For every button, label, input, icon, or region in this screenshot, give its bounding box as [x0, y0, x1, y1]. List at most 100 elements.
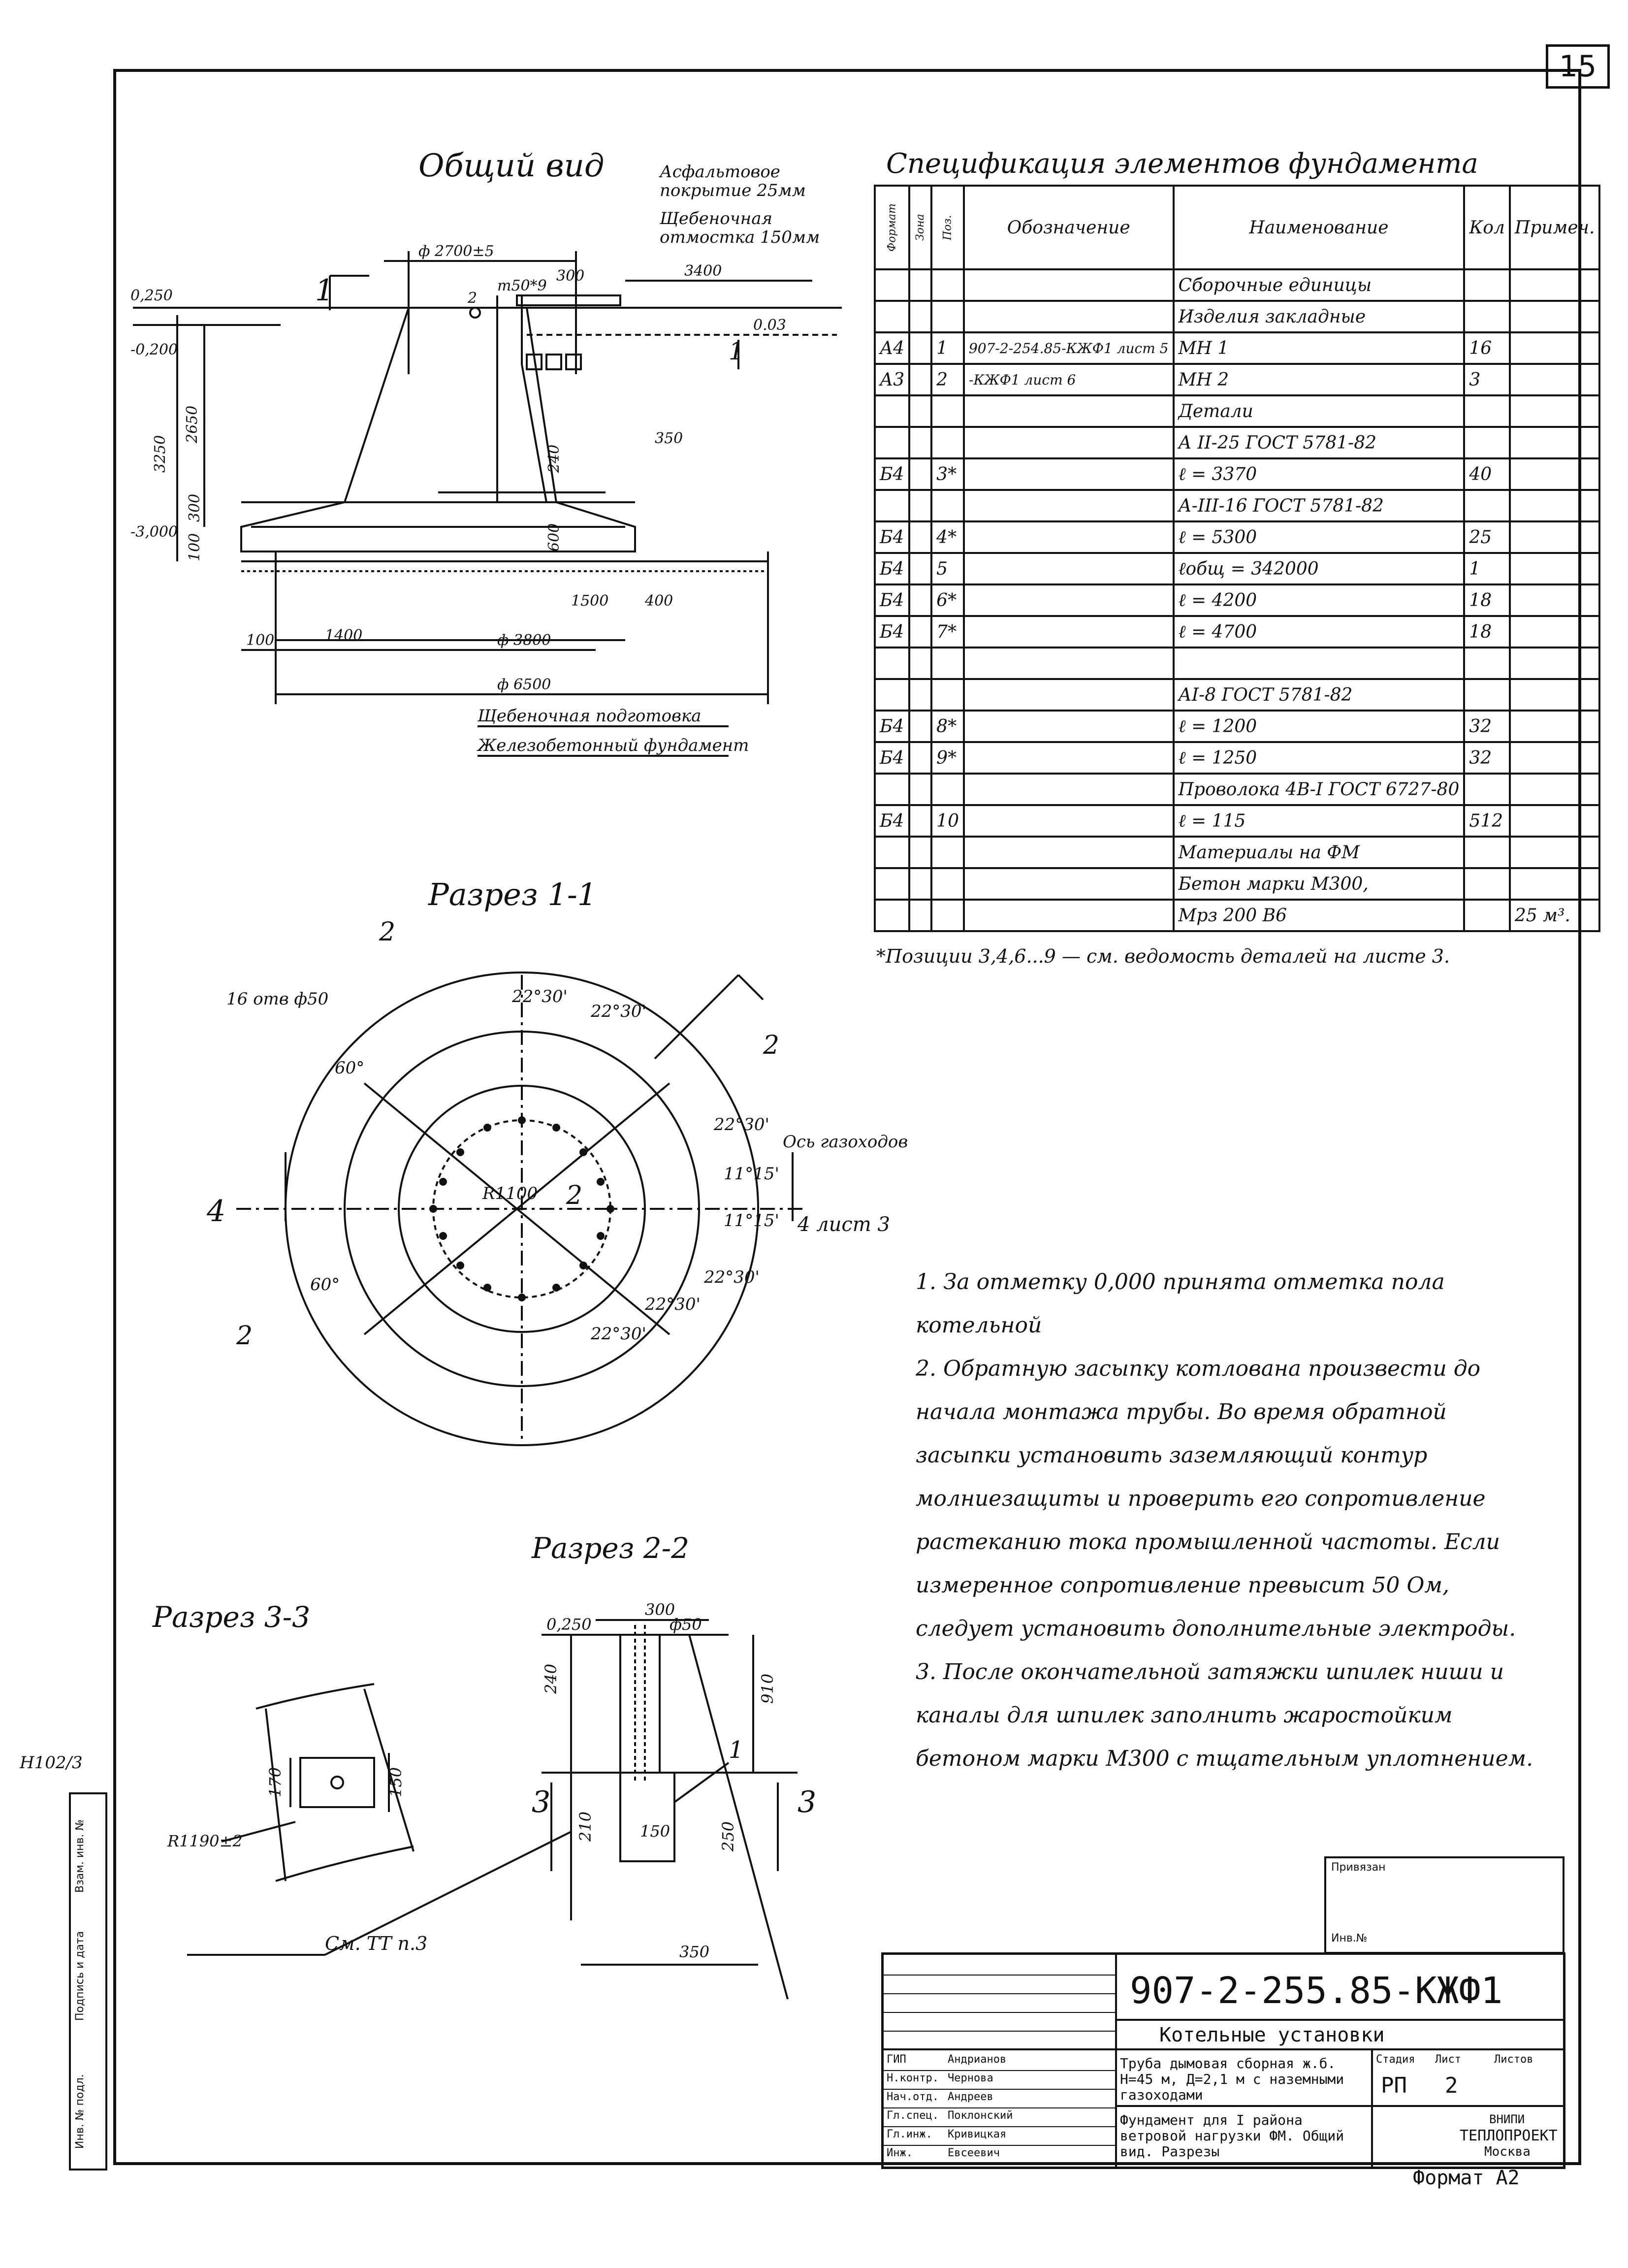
spec-cell: 10 — [930, 804, 965, 838]
role-name: Кривицкая — [948, 2128, 1007, 2140]
s22-elev: 0,250 — [546, 1615, 592, 1634]
spec-header-4: Наименование — [1172, 185, 1466, 270]
section22-drawing: 0,250 300 ф50 240 910 1 3 3 210 150 250 … — [532, 1600, 816, 2000]
asphalt-note: Асфальтовое покрытие 25мм — [660, 162, 806, 200]
spec-cell — [1508, 773, 1601, 806]
spec-cell — [962, 773, 1175, 806]
spec-title: Спецификация элементов фундамента — [886, 148, 1478, 180]
spec-cell — [962, 489, 1175, 522]
inv-no-label: Инв.№ — [1331, 1932, 1368, 1944]
s11-holes: 16 отв ф50 — [226, 989, 328, 1009]
spec-row: Детали — [873, 394, 1601, 428]
spec-cell — [873, 300, 911, 333]
spec-cell: 512 — [1463, 804, 1511, 838]
spec-header-3: Обозначение — [962, 185, 1175, 270]
spec-cell: 25 м³. — [1508, 899, 1601, 932]
spec-cell: Материалы на ФМ — [1172, 836, 1466, 869]
spec-header-2: Поз. — [931, 186, 964, 269]
spec-cell: 1 — [930, 331, 965, 365]
spec-cell: 7* — [930, 615, 965, 648]
spec-cell — [908, 426, 933, 459]
spec-cell — [1508, 867, 1601, 901]
spec-cell — [962, 583, 1175, 617]
spec-cell — [1508, 394, 1601, 428]
s33-ref: См. ТТ п.3 — [325, 1933, 427, 1954]
s33-170: 170 — [266, 1767, 285, 1797]
spec-cell — [962, 647, 1175, 680]
s11-mark4-right: 4 лист 3 — [797, 1213, 890, 1236]
spec-cell — [1463, 489, 1511, 522]
spec-cell: А-III-16 ГОСТ 5781-82 — [1172, 489, 1466, 522]
spec-cell — [908, 615, 933, 648]
section-mark-1-left: 1 — [315, 273, 334, 308]
spec-cell — [962, 804, 1175, 838]
s11-mark4-left: 4 — [206, 1194, 225, 1229]
spec-cell — [1508, 678, 1601, 712]
dim-240: 240 — [545, 445, 563, 473]
spec-cell: Б4 — [873, 520, 911, 554]
dim-600: 600 — [545, 523, 563, 551]
spec-cell: МН 1 — [1172, 331, 1466, 365]
spec-cell — [1508, 489, 1601, 522]
spec-cell — [908, 804, 933, 838]
role-label: Н.контр. — [887, 2072, 939, 2084]
spec-cell — [908, 867, 933, 901]
s33-150: 150 — [386, 1767, 405, 1797]
spec-cell — [930, 773, 965, 806]
spec-cell — [1463, 836, 1511, 869]
dim-350: 350 — [655, 430, 683, 447]
spec-cell — [873, 426, 911, 459]
role-name: Чернова — [948, 2072, 993, 2084]
spec-cell: 1 — [1463, 552, 1511, 585]
role-row-rule — [884, 2164, 1115, 2165]
general-view-drawing: ф 2700±5 m50*9 300 3400 0.03 0,250 -0,20… — [130, 243, 842, 757]
s22-pos1: 1 — [729, 1736, 744, 1764]
spec-cell — [1508, 520, 1601, 554]
s11-flue-axis: Ось газоходов — [783, 1132, 908, 1152]
spec-cell — [1508, 426, 1601, 459]
side-col-3: Взам. инв. № — [74, 1819, 86, 1893]
spec-header-6: Примеч. — [1508, 185, 1601, 270]
role-row-rule — [884, 2107, 1115, 2108]
spec-cell: Бетон марки М300, — [1172, 867, 1466, 901]
spec-cell — [930, 678, 965, 712]
spec-cell — [1508, 804, 1601, 838]
dim-6500: ф 6500 — [497, 676, 551, 693]
spec-cell: Детали — [1172, 394, 1466, 428]
spec-cell — [962, 552, 1175, 585]
spec-cell: 5 — [930, 552, 965, 585]
dim-m50: m50*9 — [497, 277, 547, 294]
role-name: Андреев — [948, 2091, 993, 2103]
role-name: Евсеевич — [948, 2147, 1000, 2159]
s11-ang-4: 11°15' — [724, 1164, 779, 1184]
spec-cell: 18 — [1463, 615, 1511, 648]
s11-ang-2: 22°30' — [590, 1002, 646, 1021]
dim-diameter-top: ф 2700±5 — [418, 243, 494, 260]
spec-cell — [930, 426, 965, 459]
s11-pos2-center: 2 — [566, 1181, 582, 1210]
spec-cell — [1463, 426, 1511, 459]
spec-cell: Сборочные единицы — [1172, 268, 1466, 302]
spec-cell: 18 — [1463, 583, 1511, 617]
role-label: Нач.отд. — [887, 2091, 939, 2103]
dim-1400: 1400 — [325, 627, 362, 644]
spec-cell: 2 — [930, 363, 965, 396]
note-2: 2. Обратную засыпку котлована произвести… — [916, 1356, 1516, 1641]
spec-cell: 3 — [1463, 363, 1511, 396]
spec-cell — [873, 394, 911, 428]
spec-cell — [908, 489, 933, 522]
spec-cell: 4* — [930, 520, 965, 554]
elev-minus3000: -3,000 — [130, 523, 178, 541]
spec-cell — [1172, 647, 1466, 680]
s22-mark3-left: 3 — [532, 1785, 550, 1819]
spec-cell: 16 — [1463, 331, 1511, 365]
spec-cell — [930, 836, 965, 869]
spec-footnote: *Позиции 3,4,6...9 — см. ведомость детал… — [876, 945, 1450, 967]
role-label: Гл.инж. — [887, 2128, 932, 2140]
